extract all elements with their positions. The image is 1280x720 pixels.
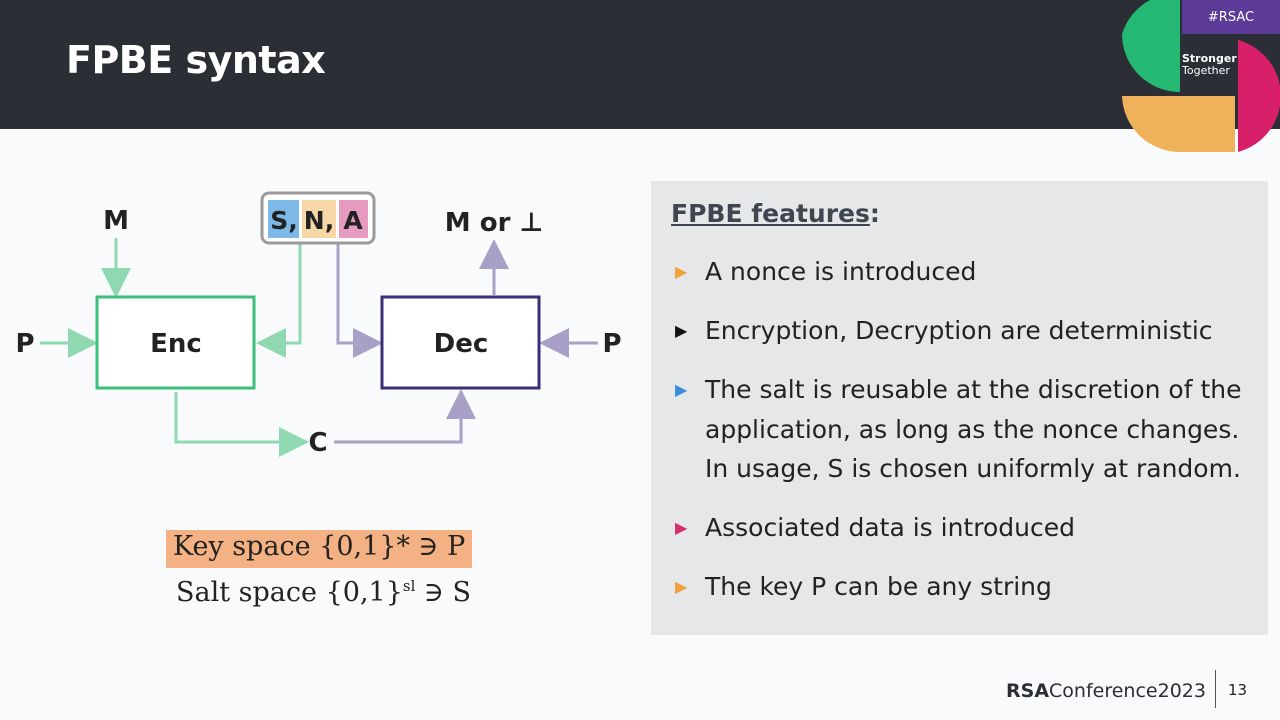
label-output: M or ⊥	[445, 208, 543, 238]
logo-line2: Together	[1182, 64, 1230, 77]
arrow-c-to-dec	[334, 389, 476, 444]
bullet-marker-icon: ▶	[675, 577, 688, 596]
bullet-marker-icon: ▶	[675, 380, 688, 399]
a-highlight	[339, 200, 368, 238]
features-panel: FPBE features: ▶ A nonce is introduced ▶…	[651, 181, 1268, 635]
s-highlight	[268, 200, 299, 238]
salt-space: Salt space {0,1}sl ∋ S	[176, 577, 471, 608]
label-p-left: P	[15, 329, 34, 359]
footer-divider	[1215, 670, 1216, 708]
feature-text: Encryption, Decryption are deterministic	[705, 316, 1213, 345]
feature-text: A nonce is introduced	[705, 257, 977, 286]
feature-text: In usage, S is chosen uniformly at rando…	[705, 454, 1241, 483]
label-c: C	[308, 428, 327, 458]
arrow-s-to-enc	[256, 244, 302, 358]
label-s: S,	[270, 206, 298, 235]
n-highlight	[302, 200, 336, 238]
rsac-logo	[1122, 0, 1280, 153]
header-bar	[0, 0, 1280, 129]
features-heading: FPBE features:	[671, 199, 880, 228]
feature-text: The key P can be any string	[705, 572, 1052, 601]
brand-year: 2023	[1157, 680, 1206, 702]
bullet-marker-icon: ▶	[675, 321, 688, 340]
arrow-enc-to-c	[174, 392, 309, 457]
feature-text: Associated data is introduced	[705, 513, 1075, 542]
slide-title: FPBE syntax	[66, 38, 326, 82]
logo-caption: Stronger Together	[1182, 53, 1237, 77]
bullet-marker-icon: ▶	[675, 262, 688, 281]
key-space: Key space {0,1}* ∋ P	[173, 531, 466, 562]
label-p-right: P	[602, 329, 621, 359]
feature-text: application, as long as the nonce change…	[705, 415, 1240, 444]
features-heading-colon: :	[869, 199, 880, 228]
fpbe-diagram: M P Enc Dec P M or ⊥ C S, N, A	[15, 191, 622, 458]
arrow-sna-to-dec	[336, 244, 383, 358]
logo-line1: Stronger	[1182, 52, 1237, 65]
features-heading-text: FPBE features	[671, 199, 870, 228]
enc-box	[95, 295, 256, 390]
key-space-highlight	[166, 530, 472, 568]
label-n: N,	[304, 206, 334, 235]
salt-space-sup: sl	[402, 577, 416, 595]
dec-label: Dec	[434, 329, 489, 359]
label-a: A	[343, 206, 363, 235]
bullet-marker-icon: ▶	[675, 518, 688, 537]
brand-rest: Conference	[1049, 680, 1158, 702]
dec-box	[380, 295, 541, 390]
brand-bold: RSA	[1006, 680, 1050, 702]
salt-space-tail: ∋ S	[415, 577, 472, 608]
feature-text: The salt is reusable at the discretion o…	[705, 375, 1242, 404]
rsac-tag: #RSAC	[1182, 0, 1280, 34]
page-number: 13	[1228, 681, 1248, 699]
rsa-conference-logo: RSAConference2023	[1006, 680, 1206, 702]
salt-space-text: Salt space {0,1}	[176, 577, 403, 608]
enc-label: Enc	[150, 329, 202, 359]
label-m: M	[103, 206, 129, 236]
